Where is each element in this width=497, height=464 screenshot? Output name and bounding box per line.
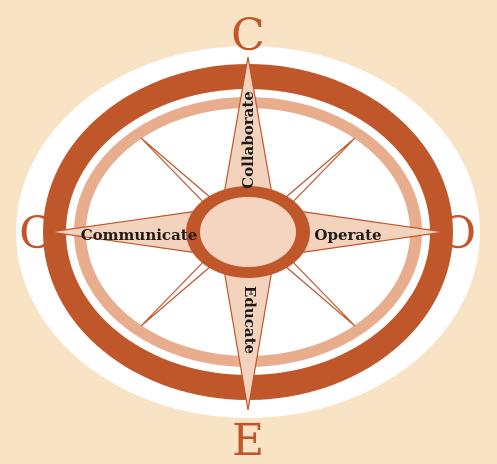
label-operate: Operate (314, 226, 381, 244)
letter-north: C (231, 10, 265, 61)
letter-east: O (440, 208, 476, 259)
letter-west: C (19, 208, 53, 259)
label-collaborate: Collaborate (239, 91, 257, 189)
label-communicate: Communicate (81, 226, 198, 244)
label-educate: Educate (241, 286, 259, 354)
center-hub (200, 197, 296, 267)
letter-south: E (232, 415, 264, 464)
